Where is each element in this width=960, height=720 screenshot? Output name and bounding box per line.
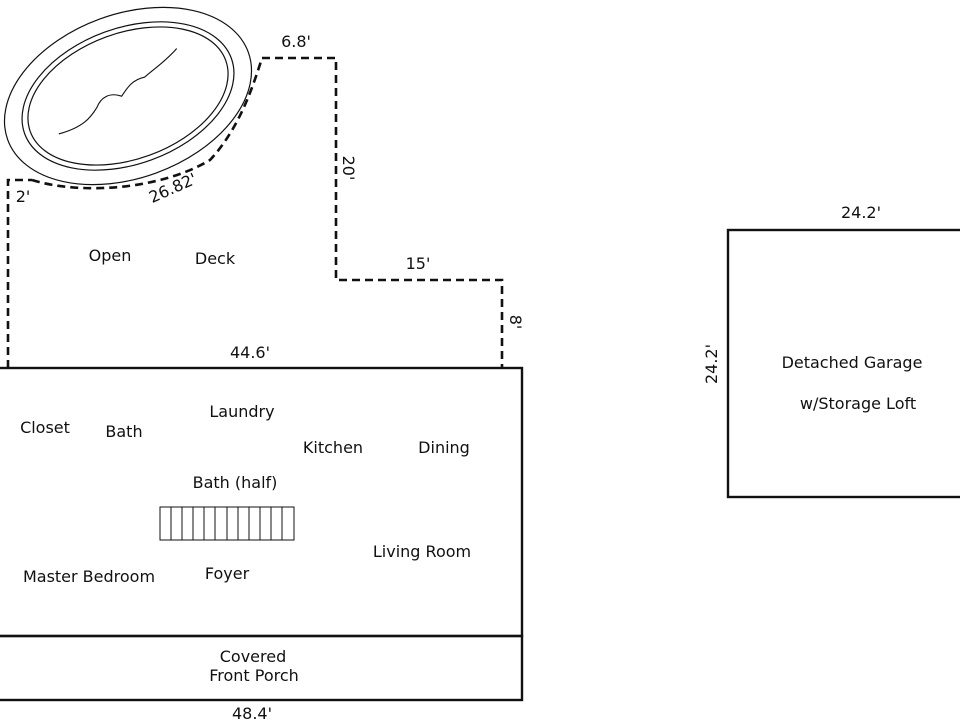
garage-outline: [726, 228, 960, 499]
pool-inner-rim: [21, 21, 235, 171]
porch-label-line2: Front Porch: [209, 666, 299, 685]
dim-deck-left-short: 2': [16, 187, 31, 206]
deck-label-open: Open: [89, 246, 132, 265]
room-bath-half: Bath (half): [193, 473, 278, 492]
deck-right-edge: [262, 56, 504, 368]
room-closet: Closet: [20, 418, 70, 437]
room-living-room: Living Room: [373, 542, 471, 561]
porch-outline: [0, 634, 524, 702]
dim-deck-right-vertical: 20': [339, 156, 358, 181]
dim-house-top-width: 44.6': [230, 343, 270, 362]
room-kitchen: Kitchen: [303, 438, 363, 457]
room-dining: Dining: [418, 438, 470, 457]
deck-left-edge: [6, 178, 32, 368]
room-laundry: Laundry: [209, 402, 274, 421]
dim-garage-height: 24.2': [702, 344, 721, 384]
dim-pool-edge: 26.82': [146, 169, 200, 207]
stairs-icon: [159, 506, 295, 541]
dim-deck-right-lower: 8': [506, 315, 525, 330]
deck-pool-edge: [31, 57, 264, 190]
garage-label-line1: Detached Garage: [782, 353, 923, 372]
dim-deck-step-horizontal: 15': [406, 254, 431, 273]
pool-water-wave: [58, 48, 178, 135]
dim-house-bottom-width: 48.4': [232, 704, 272, 720]
dim-garage-width: 24.2': [841, 203, 881, 222]
garage-label-line2: w/Storage Loft: [800, 394, 916, 413]
pool-outer-rim: [3, 6, 253, 186]
room-foyer: Foyer: [205, 564, 250, 583]
dim-deck-step-top: 6.8': [281, 32, 311, 51]
room-bath: Bath: [105, 422, 142, 441]
porch-label-line1: Covered: [220, 647, 287, 666]
pool-icon: [3, 6, 253, 186]
deck-label-deck: Deck: [195, 249, 236, 268]
deck-outline: [6, 56, 504, 368]
room-master-bedroom: Master Bedroom: [23, 567, 155, 586]
pool-water-edge: [27, 26, 229, 166]
